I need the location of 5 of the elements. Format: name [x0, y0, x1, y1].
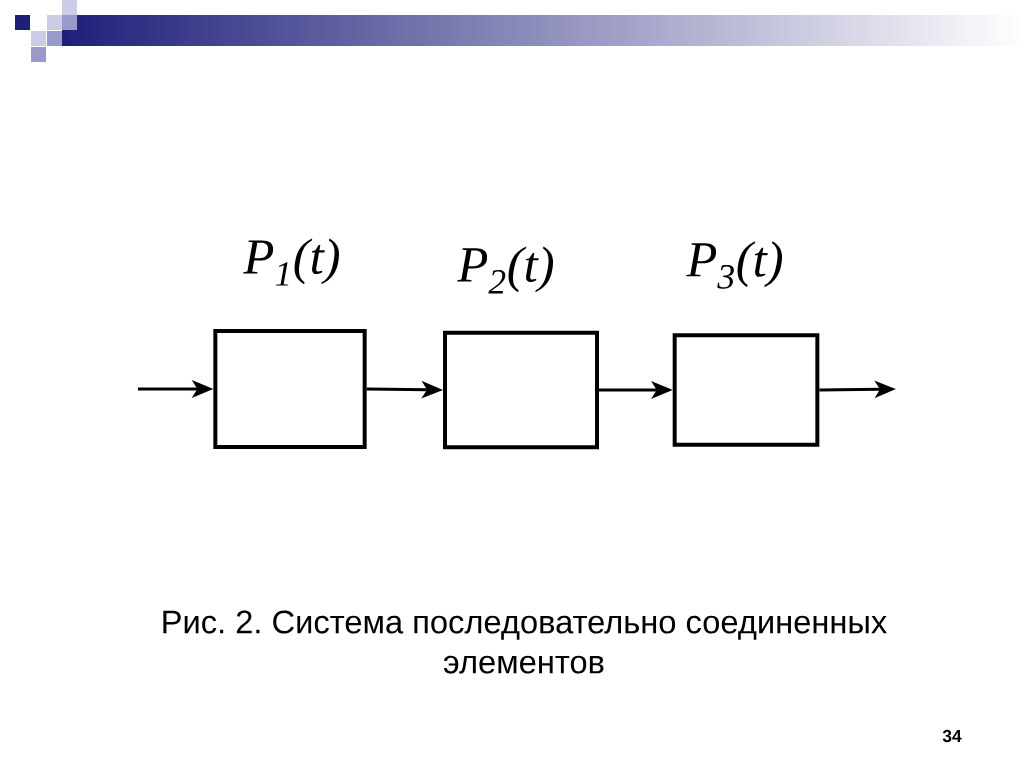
block-label: P$_{2}$(t) [457, 246, 554, 294]
block-label: P$_{1}$(t) [243, 238, 340, 286]
page-number: 34 [942, 729, 962, 743]
caption: Рис. 2. Система последовательно соединенных элементов [163, 610, 887, 674]
block-label: P$_{3}$(t) [686, 241, 783, 289]
